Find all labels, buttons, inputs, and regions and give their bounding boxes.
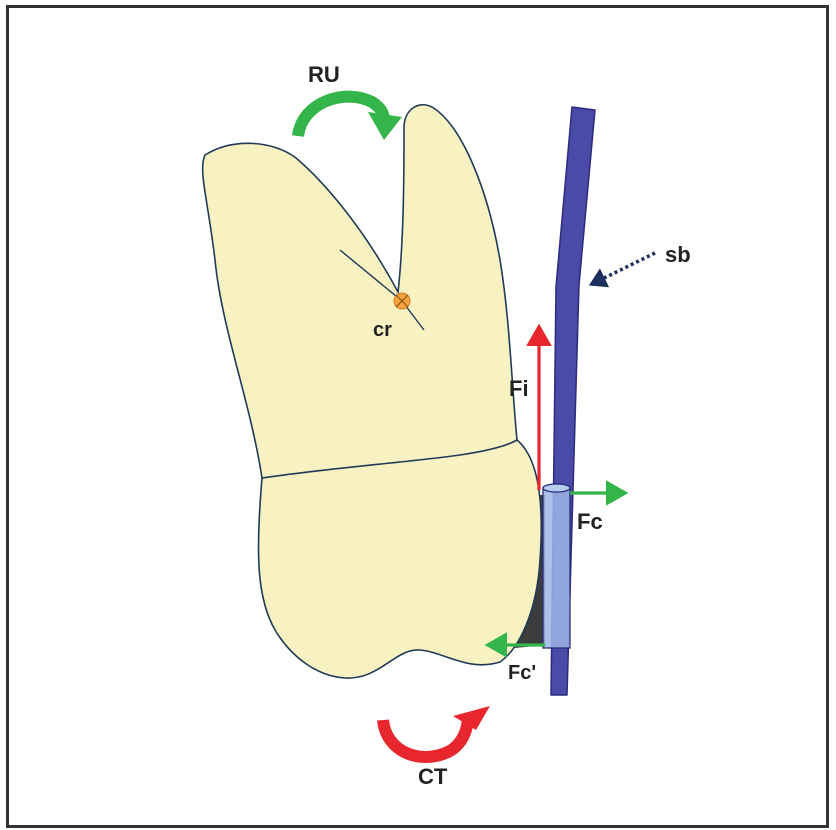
ru-arrow-head bbox=[368, 112, 402, 140]
tooth-outline bbox=[201, 103, 543, 679]
fc-label: Fc bbox=[577, 509, 603, 534]
interproximal-shadow bbox=[515, 495, 545, 648]
fi-label: Fi bbox=[509, 376, 529, 401]
bracket-tube bbox=[542, 483, 571, 649]
fc-prime-label: Fc' bbox=[508, 662, 536, 684]
ct-label: CT bbox=[418, 764, 448, 789]
center-of-resistance-marker bbox=[393, 292, 411, 310]
ru-rotation-arrow bbox=[292, 90, 390, 138]
sb-label: sb bbox=[665, 242, 691, 267]
ct-rotation-arrow bbox=[377, 715, 474, 763]
sb-pointer-arrow bbox=[588, 251, 656, 288]
ru-label: RU bbox=[308, 62, 340, 87]
crown-root-line bbox=[261, 439, 518, 479]
ct-arrow-head bbox=[453, 706, 490, 730]
cr-label: cr bbox=[373, 319, 392, 341]
